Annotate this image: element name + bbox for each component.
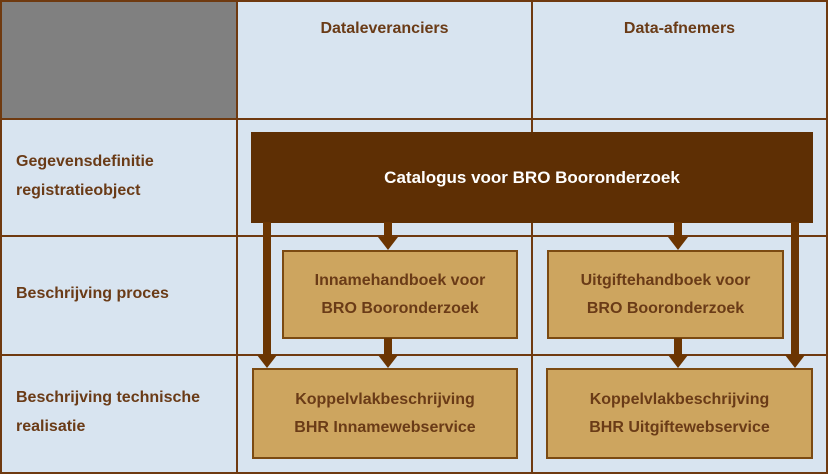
arrow-catalogus-to-uitgiftehandboek-head <box>668 237 688 250</box>
corner-cell <box>2 2 237 119</box>
uitgiftehandboek-box-label-line2: BRO Booronderzoek <box>586 299 745 317</box>
arrow-innamehandboek-to-koppelvlak-inname-shaft <box>384 338 392 356</box>
arrow-catalogus-to-innamehandboek-head <box>378 237 398 250</box>
arrow-catalogus-to-koppelvlak-inname-shaft <box>263 222 271 356</box>
row-label-beschrijving-proces: Beschrijving proces <box>16 285 169 303</box>
row-label-beschrijving-technische-realisatie: Beschrijving technische realisatie <box>16 389 201 435</box>
arrow-catalogus-to-koppelvlak-uitgifte-shaft <box>791 222 799 356</box>
grid-line-vertical-2 <box>531 2 533 472</box>
uitgiftehandboek-box: Uitgiftehandboek voor BRO Booronderzoek <box>547 250 784 339</box>
innamehandboek-box-label-line2: BRO Booronderzoek <box>321 299 479 317</box>
arrow-uitgiftehandboek-to-koppelvlak-uitgifte-head <box>668 355 688 368</box>
arrow-catalogus-to-koppelvlak-uitgifte-head <box>785 355 805 368</box>
innamehandboek-box-label-line1: Innamehandboek voor <box>314 272 486 290</box>
grid-line-vertical-1 <box>236 2 238 472</box>
koppelvlak-inname-box: Koppelvlakbeschrijving BHR Innamewebserv… <box>252 368 518 459</box>
catalogus-box: Catalogus voor BRO Booronderzoek <box>251 132 813 223</box>
column-header-dataleveranciers: Dataleveranciers <box>320 20 449 37</box>
koppelvlak-uitgifte-box-label-line2: BHR Uitgiftewebservice <box>589 418 770 436</box>
uitgiftehandboek-box-label-line1: Uitgiftehandboek voor <box>580 272 751 290</box>
arrow-catalogus-to-innamehandboek-shaft <box>384 222 392 237</box>
arrow-catalogus-to-koppelvlak-inname-head <box>257 355 277 368</box>
koppelvlak-uitgifte-box-label-line1: Koppelvlakbeschrijving <box>589 391 770 409</box>
innamehandboek-box: Innamehandboek voor BRO Booronderzoek <box>282 250 518 339</box>
arrow-innamehandboek-to-koppelvlak-inname-head <box>378 355 398 368</box>
koppelvlak-inname-box-label-line1: Koppelvlakbeschrijving <box>295 391 475 409</box>
grid-line-horizontal-1 <box>2 118 826 120</box>
arrow-catalogus-to-uitgiftehandboek-shaft <box>674 222 682 237</box>
grid-line-horizontal-3 <box>2 354 826 356</box>
catalogus-box-label: Catalogus voor BRO Booronderzoek <box>384 167 680 187</box>
column-header-data-afnemers: Data-afnemers <box>623 20 736 37</box>
row-label-gegevensdefinitie: Gegevensdefinitie registratieobject <box>16 152 154 199</box>
grid-line-horizontal-2 <box>2 235 826 237</box>
arrow-uitgiftehandboek-to-koppelvlak-uitgifte-shaft <box>674 338 682 356</box>
koppelvlak-inname-box-label-line2: BHR Innamewebservice <box>294 418 476 436</box>
koppelvlak-uitgifte-box: Koppelvlakbeschrijving BHR Uitgiftewebse… <box>546 368 813 459</box>
